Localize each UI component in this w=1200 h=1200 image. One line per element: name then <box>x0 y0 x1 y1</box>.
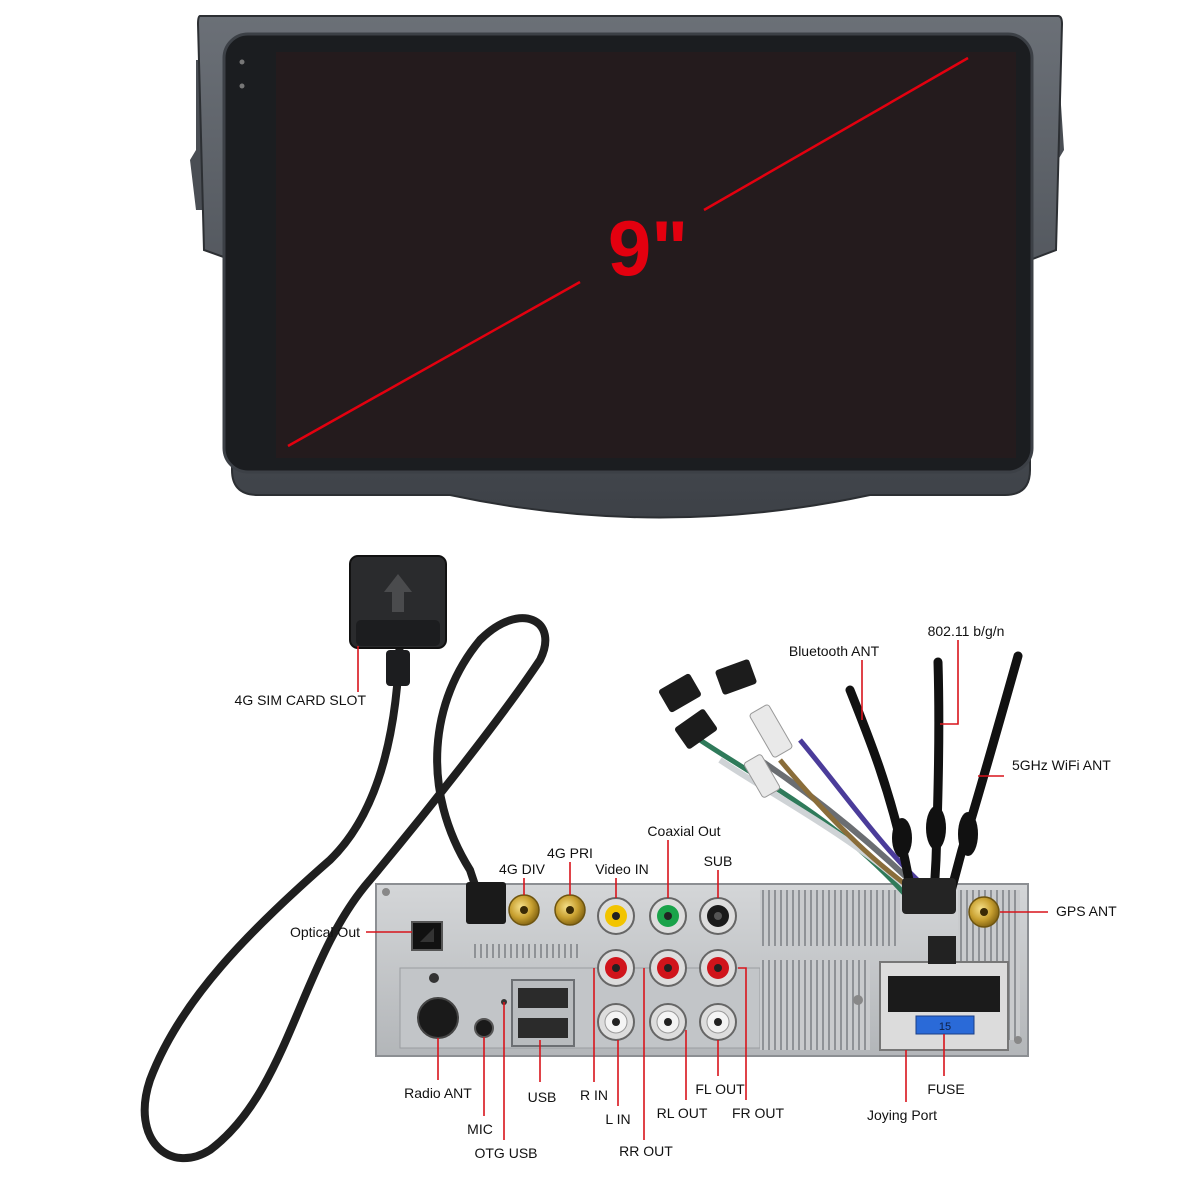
screw <box>853 995 863 1005</box>
screen <box>276 52 1016 458</box>
rca-rr-out <box>649 949 687 987</box>
rca-video-in <box>597 897 635 935</box>
sim-insert-arrow-icon <box>384 574 412 612</box>
harness-tag <box>749 704 793 758</box>
label-4g-pri: 4G PRI <box>547 845 593 861</box>
screen-size-label: 9" <box>608 204 688 292</box>
optical-out-shutter <box>420 928 434 942</box>
harness-connector <box>715 659 757 695</box>
harness-clamp <box>902 878 956 914</box>
vent-grille <box>760 890 900 946</box>
antenna-sleeve <box>926 806 946 850</box>
label-wifi-5ghz: 5GHz WiFi ANT <box>1012 757 1111 773</box>
rca-sub <box>699 897 737 935</box>
leader-fr-out <box>738 967 747 1100</box>
label-video-in: Video IN <box>595 861 648 877</box>
leader-lines <box>357 640 1048 1140</box>
label-l-in: L IN <box>605 1111 630 1127</box>
screen-diagonal <box>703 56 969 212</box>
label-fr-out: FR OUT <box>732 1105 785 1121</box>
screen-diagonal <box>287 280 581 448</box>
sim-connector-block <box>466 882 506 924</box>
front-sensor-dot <box>239 83 245 89</box>
sim-slot-cap <box>356 620 440 646</box>
radio-ant-port <box>417 997 459 1039</box>
harness-wire <box>698 737 912 902</box>
label-4g-div: 4G DIV <box>499 861 546 877</box>
harness-connector <box>659 673 701 713</box>
usb-port-lower <box>518 1018 568 1038</box>
harness-tag <box>743 754 781 798</box>
rca-rl-out <box>649 1003 687 1041</box>
usb-port-upper <box>518 988 568 1008</box>
rca-fl-out <box>699 1003 737 1041</box>
4g-pri-connector-core <box>566 906 574 914</box>
label-sim-slot: 4G SIM CARD SLOT <box>235 692 367 708</box>
label-wifi-80211: 802.11 b/g/n <box>928 623 1005 639</box>
screw <box>382 888 390 896</box>
rca-l-in <box>597 1003 635 1041</box>
wire-harness <box>659 651 1023 914</box>
label-rr-out: RR OUT <box>619 1143 673 1159</box>
joying-port-latch <box>928 936 956 964</box>
back-chassis: 15 <box>375 882 1029 1057</box>
antenna-sleeve <box>958 812 978 856</box>
label-coaxial-out: Coaxial Out <box>647 823 720 839</box>
label-joying-port: Joying Port <box>867 1107 937 1123</box>
leader-80211 <box>940 640 959 725</box>
callout-labels: 4G SIM CARD SLOT Optical Out 4G DIV 4G P… <box>235 623 1118 1161</box>
label-sub: SUB <box>704 853 733 869</box>
fuse-slot <box>915 1015 975 1035</box>
sim-cable <box>140 614 550 1163</box>
sim-card-module <box>140 555 550 1163</box>
gps-ant-connector-core <box>980 908 988 916</box>
label-mic: MIC <box>467 1121 493 1137</box>
wifi-80211-antenna <box>929 657 944 900</box>
label-bluetooth-ant: Bluetooth ANT <box>789 643 880 659</box>
antenna-sleeve <box>892 818 912 858</box>
label-radio-ant: Radio ANT <box>404 1085 472 1101</box>
label-rl-out: RL OUT <box>657 1105 708 1121</box>
mic-indicator-dot <box>429 973 439 983</box>
label-fuse: FUSE <box>927 1081 964 1097</box>
rca-coaxial-out <box>649 897 687 935</box>
label-r-in: R IN <box>580 1087 608 1103</box>
label-fl-out: FL OUT <box>695 1081 745 1097</box>
vent-grille <box>760 960 870 1050</box>
vent-grille <box>470 944 580 958</box>
sim-slot-plug <box>386 650 410 686</box>
label-gps-ant: GPS ANT <box>1056 903 1117 919</box>
rca-r-in <box>597 949 635 987</box>
front-sensor-dot <box>239 59 245 65</box>
head-unit: 9" <box>190 15 1064 519</box>
harness-connector <box>674 709 718 749</box>
label-optical-out: Optical Out <box>290 924 360 940</box>
chassis-lower-panel <box>399 967 761 1049</box>
label-otg-usb: OTG USB <box>474 1145 537 1161</box>
mic-port <box>474 1018 494 1038</box>
fuse-rating: 15 <box>939 1021 951 1033</box>
screw <box>1014 1036 1022 1044</box>
joying-port-socket <box>888 976 1000 1012</box>
label-usb: USB <box>528 1089 557 1105</box>
rca-fr-out <box>699 949 737 987</box>
4g-div-connector-core <box>520 906 528 914</box>
